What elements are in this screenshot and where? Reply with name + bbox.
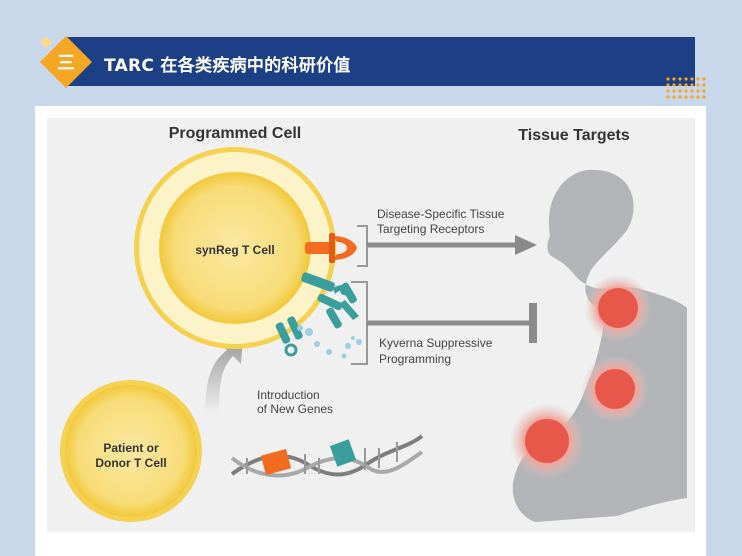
- dot-icon: [678, 77, 682, 81]
- patient-label-line2: Donor T Cell: [95, 456, 166, 470]
- receptor-label-line2: Targeting Receptors: [377, 222, 484, 236]
- dot-icon: [696, 95, 700, 99]
- dot-icon: [672, 89, 676, 93]
- dot-icon: [666, 83, 670, 87]
- title-bar: [66, 37, 695, 86]
- dots-decoration-icon: [665, 76, 709, 105]
- dot-icon: [690, 77, 694, 81]
- dot-icon: [702, 95, 706, 99]
- badge-small-diamond-icon: [40, 36, 52, 48]
- dot-icon: [696, 83, 700, 87]
- dot-icon: [672, 77, 676, 81]
- introduction-label-line1: Introduction: [257, 388, 320, 402]
- dot-icon: [678, 89, 682, 93]
- synreg-label: synReg T Cell: [195, 243, 274, 257]
- dot-icon: [666, 77, 670, 81]
- dna-helix-icon: [230, 434, 424, 478]
- dot-icon: [666, 89, 670, 93]
- dot-icon: [696, 89, 700, 93]
- suppressive-label-line2: Programming: [379, 352, 451, 366]
- targeting-receptor-icon: [305, 233, 357, 263]
- upward-arrow-icon: [205, 338, 243, 414]
- dot-icon: [690, 95, 694, 99]
- tissue-target-3: [509, 403, 585, 479]
- dot-icon: [678, 83, 682, 87]
- badge-diamond-icon: [40, 36, 92, 88]
- dot-icon: [696, 77, 700, 81]
- dot-icon: [684, 77, 688, 81]
- programmed-cell-heading: Programmed Cell: [169, 125, 301, 142]
- dot-icon: [678, 95, 682, 99]
- page-title: TARC 在各类疾病中的科研价值: [104, 56, 351, 76]
- secreted-particles: [297, 325, 362, 359]
- targeting-arrowhead-icon: [515, 235, 537, 255]
- diagram-panel: Programmed Cell Tissue Targets synReg T …: [47, 118, 695, 532]
- dot-icon: [702, 89, 706, 93]
- dot-icon: [672, 83, 676, 87]
- dot-icon: [690, 89, 694, 93]
- section-number: 三: [57, 53, 75, 73]
- receptor-bracket: [357, 225, 368, 267]
- dot-icon: [702, 77, 706, 81]
- tissue-target-2: [581, 355, 649, 423]
- suppression-bar-icon: [529, 303, 537, 343]
- section-badge: 三: [38, 34, 94, 90]
- patient-label-line1: Patient or: [103, 441, 159, 455]
- tissue-targets-heading: Tissue Targets: [518, 127, 630, 144]
- dot-icon: [684, 83, 688, 87]
- dot-icon: [684, 95, 688, 99]
- synreg-t-cell: [134, 147, 336, 349]
- dot-icon: [684, 89, 688, 93]
- dot-icon: [702, 83, 706, 87]
- patient-t-cell: [60, 380, 202, 522]
- suppressive-molecule-icons: [275, 272, 359, 357]
- dot-icon: [666, 95, 670, 99]
- suppressive-label-line1: Kyverna Suppressive: [379, 336, 493, 350]
- receptor-label-line1: Disease-Specific Tissue: [377, 207, 505, 221]
- tissue-target-1: [584, 274, 652, 342]
- introduction-label-line2: of New Genes: [257, 402, 333, 416]
- dot-icon: [672, 95, 676, 99]
- dot-icon: [690, 83, 694, 87]
